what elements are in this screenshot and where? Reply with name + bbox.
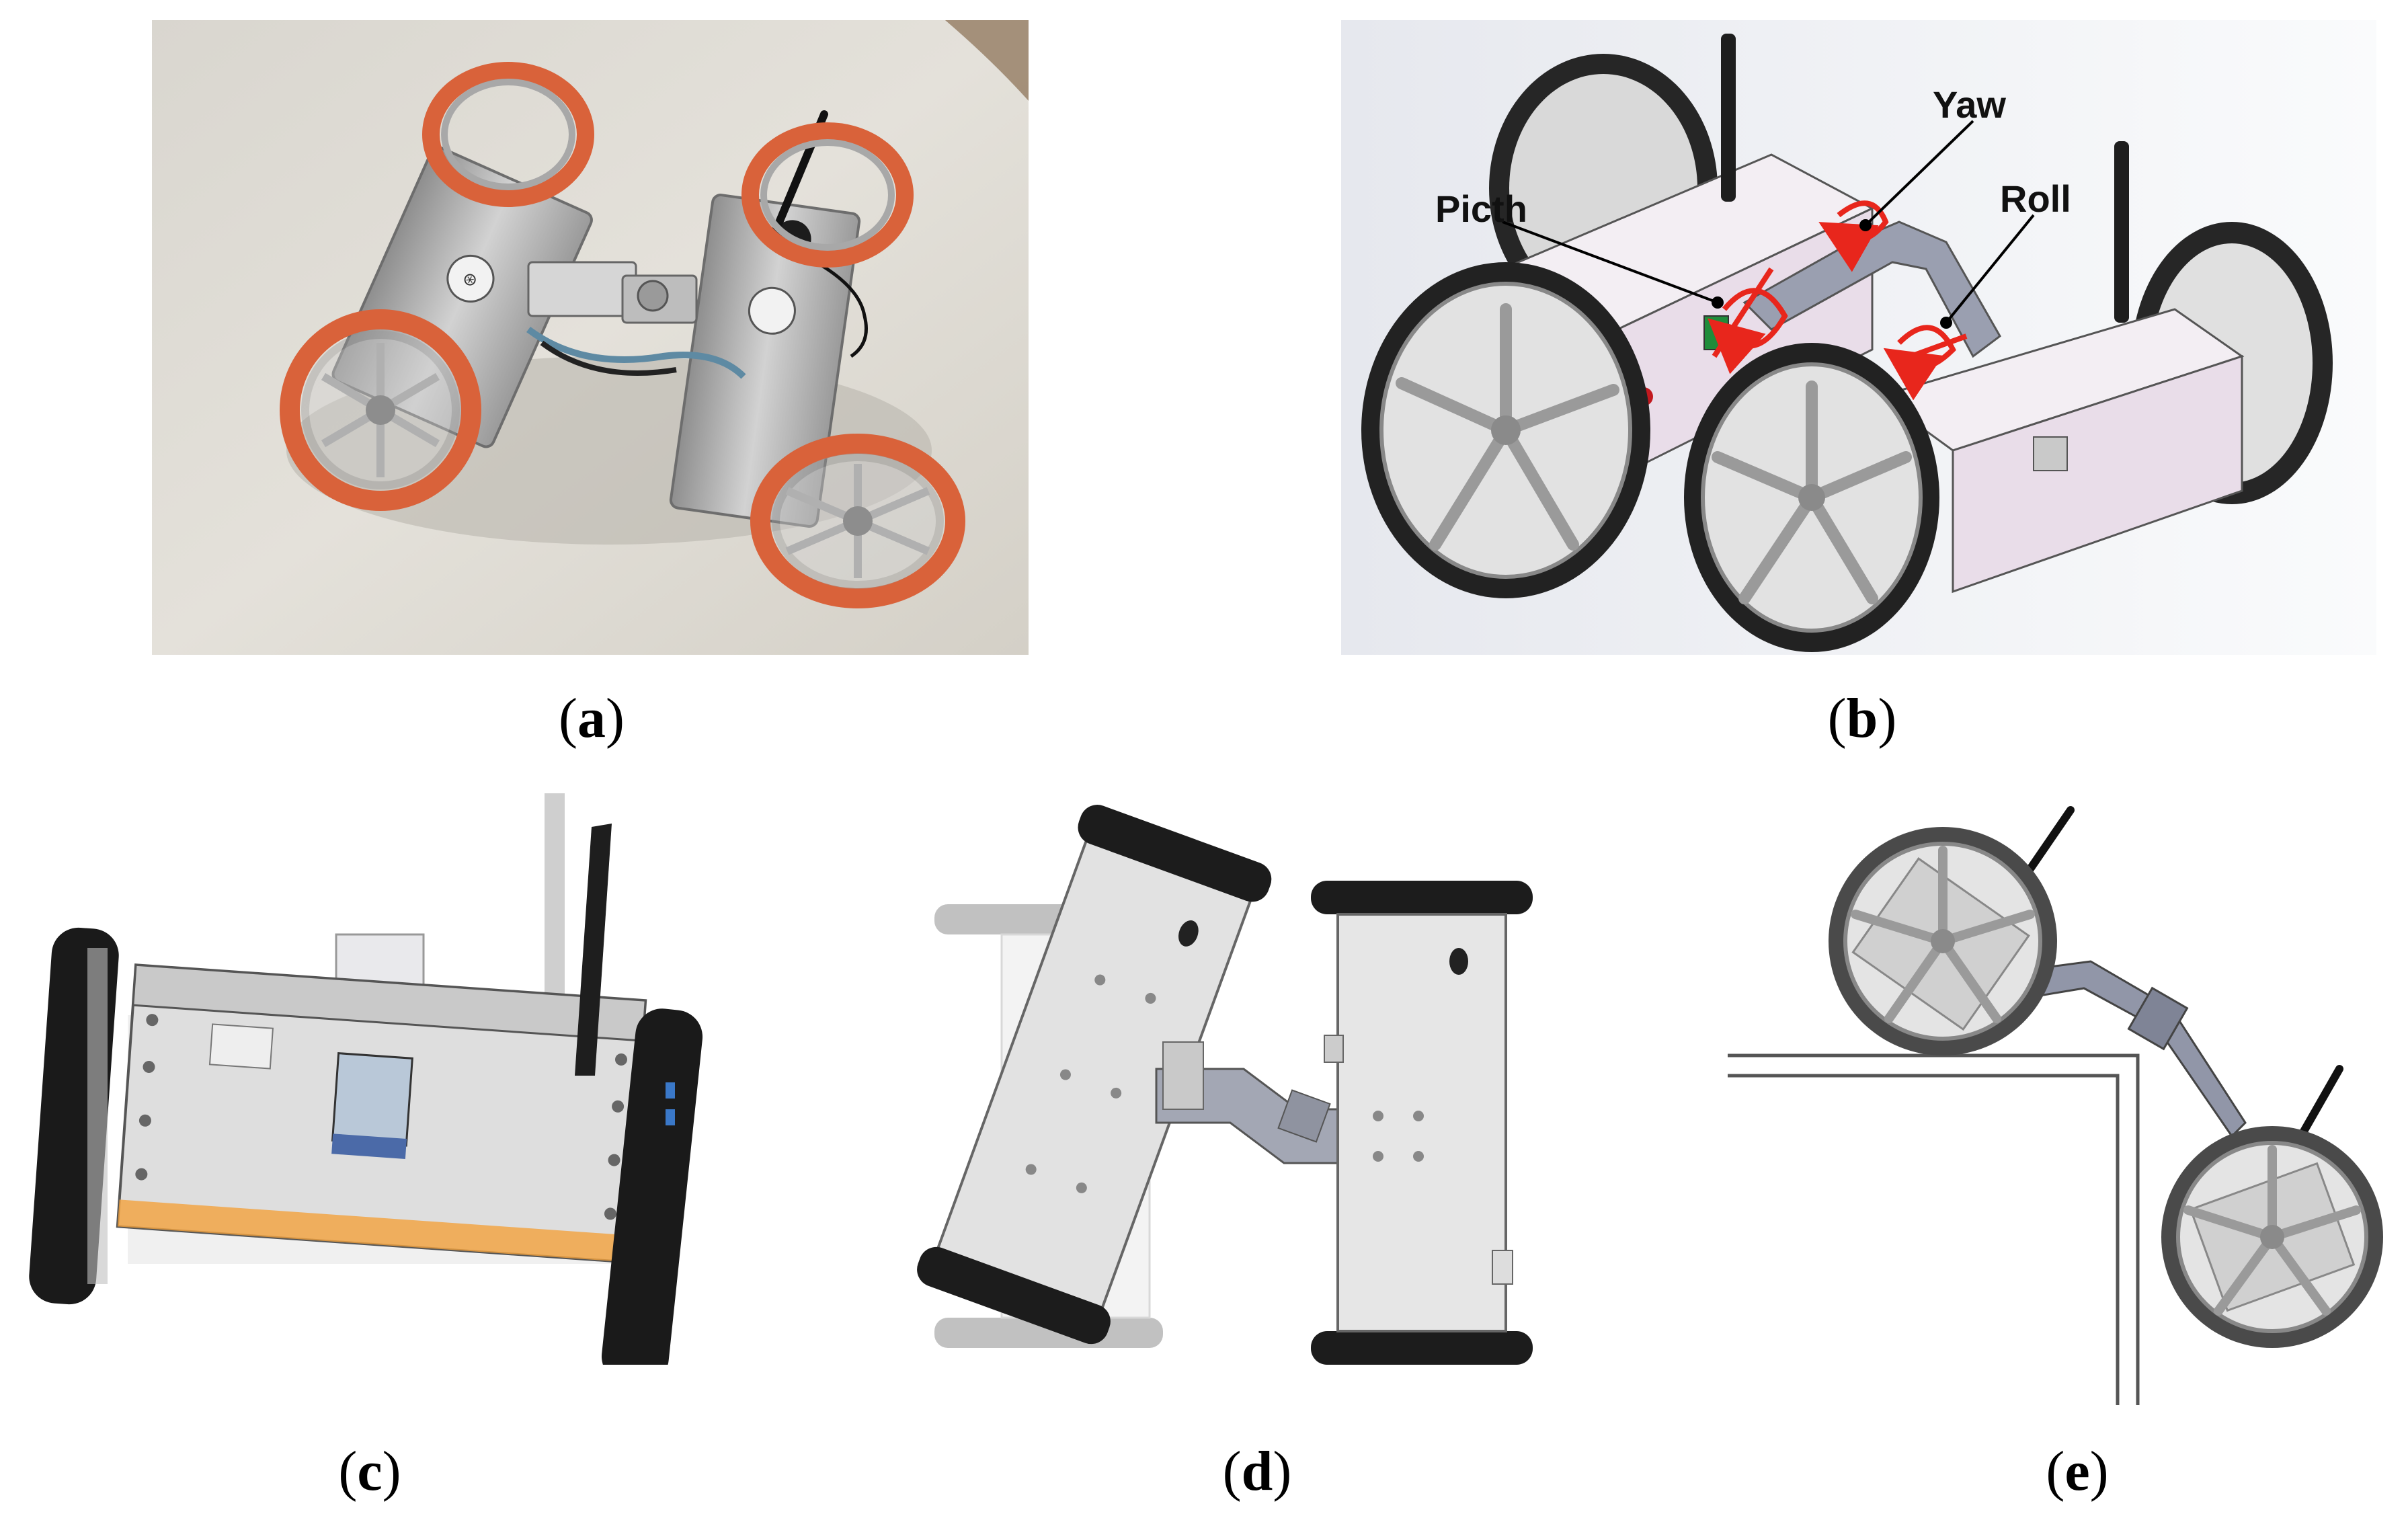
top-view-right-module <box>1311 881 1533 1365</box>
climb-wheel-bottom <box>2161 1126 2383 1348</box>
callout-lines <box>1502 120 2035 324</box>
caption-a: (a) <box>559 687 625 750</box>
cad-wheel-front-left <box>1361 262 1650 598</box>
wheel-bottom-right <box>750 434 965 608</box>
top-view-illustration <box>867 780 1640 1371</box>
panel-b-cad-isometric: Picth Yaw Roll <box>1341 20 2376 655</box>
caption-d: (d) <box>1222 1440 1292 1503</box>
panel-c-front-view <box>27 787 719 1365</box>
front-view-antenna <box>575 824 612 1076</box>
cad-antenna-right <box>2114 141 2129 323</box>
caption-e: (e) <box>2046 1440 2109 1503</box>
caption-b: (b) <box>1827 687 1897 750</box>
cad-right-module <box>1876 308 2245 594</box>
wheel-top-right <box>741 122 914 268</box>
wheel-top-left <box>422 62 594 207</box>
ledge-surface <box>1728 1053 2140 1405</box>
joint-assembly <box>526 261 746 379</box>
cad-wheel-front-right <box>1684 343 1939 652</box>
front-view-wheel-right <box>601 1008 703 1365</box>
wheel-bottom-left <box>280 309 481 511</box>
left-module-body: ⊛ <box>331 146 593 448</box>
label-yaw: Yaw <box>1933 83 2006 126</box>
label-roll: Roll <box>2000 177 2071 220</box>
panel-e-climbing-view <box>1721 787 2393 1412</box>
climb-wheel-top <box>1829 827 2057 1055</box>
rotation-arrows <box>1708 200 1968 401</box>
front-view-illustration <box>27 787 719 1365</box>
cad-isometric-illustration: Picth Yaw Roll <box>1341 20 2376 655</box>
climbing-view-illustration <box>1721 787 2393 1412</box>
cad-antenna-left <box>1721 34 1736 202</box>
panel-d-top-view <box>867 780 1640 1371</box>
front-view-body <box>116 963 647 1264</box>
label-pitch: Picth <box>1435 188 1527 230</box>
caption-c: (c) <box>338 1440 401 1503</box>
top-view-left-module <box>917 805 1272 1345</box>
front-view-wheel-left <box>29 927 119 1305</box>
robot-photo-illustration: ⊛ <box>152 20 1029 655</box>
panel-a-photo: ⊛ <box>152 20 1029 655</box>
